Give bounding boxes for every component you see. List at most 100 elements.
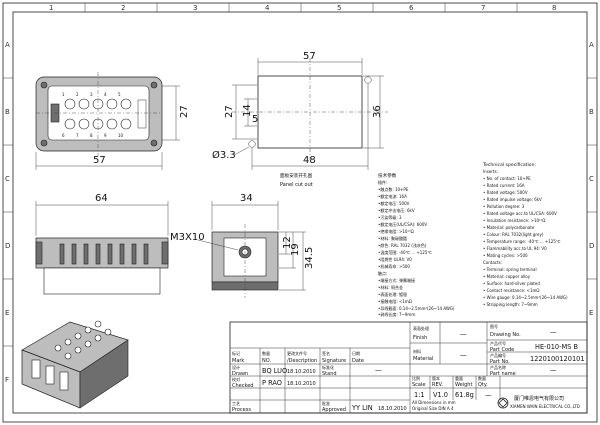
part-name-cn: 产品名称 <box>490 364 506 370</box>
scale-value: 1:1 <box>414 391 425 399</box>
date-cn: 日期 <box>352 350 360 356</box>
row-label: E <box>589 309 593 317</box>
material-value: — <box>460 351 467 359</box>
dim-screw: M3X10 <box>170 232 205 243</box>
dim-cutout-offset: 14 <box>242 104 253 117</box>
side-body <box>43 267 161 295</box>
checked-date: 18.10.2010 <box>287 381 316 387</box>
row-labels-left: A B C D E F <box>3 41 13 384</box>
spec-cn-line: •机械寿命: >500 <box>378 263 410 269</box>
process-cn: 工艺 <box>232 401 240 406</box>
qty-value: — <box>485 391 492 399</box>
process-en: Process <box>232 407 251 413</box>
date-en: Date <box>352 358 364 364</box>
spec-en-title: Technical specification: <box>482 162 537 168</box>
dim-cutout-side: 5 <box>252 114 258 125</box>
svg-text:10: 10 <box>118 133 124 138</box>
contact-grid <box>64 98 132 130</box>
spec-en-line: • Rated current: 16A <box>483 183 525 188</box>
row-label: A <box>5 41 10 49</box>
spec-cn-line: •端接方式: 弹簧端接 <box>378 277 415 283</box>
iso-contacts <box>54 320 112 360</box>
cutout-hole <box>248 140 256 148</box>
row-label: C <box>5 175 10 183</box>
material-cn: 材料 <box>413 348 421 354</box>
spec-en-line: • Surface: hard-silver plated <box>483 281 540 286</box>
panel-cutout-view: 57 36 27 14 5 Ø3.3 48 面板安装开孔图 Panel cut … <box>212 51 388 188</box>
approved-en: Approved <box>322 407 346 413</box>
spec-en-line: • Rated voltage: 500V <box>483 190 528 195</box>
svg-text:9: 9 <box>104 133 107 138</box>
col-label: 1 <box>49 4 53 12</box>
spec-cn-line: •污染等级: 3 <box>378 214 402 220</box>
drawn-cn: 设计 <box>232 364 240 370</box>
approved-name: YY LIN <box>351 404 373 412</box>
column-labels-top: 1 2 3 4 5 6 7 8 <box>49 3 556 12</box>
part-code-en: Part Code <box>490 347 514 353</box>
approved-date: 18.10.2010 <box>378 406 407 412</box>
spec-en-line: • Wire gauge: 0.14~2.5mm²(26~14 AWG) <box>483 295 568 300</box>
side-view: 64 <box>35 193 169 295</box>
panel-cutout-en: Panel cut out <box>280 182 313 188</box>
svg-text:2: 2 <box>76 92 79 97</box>
spec-cn-line: 触点: <box>378 270 387 276</box>
col-label: 8 <box>552 4 556 12</box>
spec-cn-line: •颜色: RAL 7032 (浅灰色) <box>378 242 427 248</box>
weight-en: Weight <box>455 382 472 388</box>
desc-en: /Description <box>287 358 317 364</box>
corner-hole <box>40 139 48 147</box>
panel-cutout-cn: 面板安装开孔图 <box>280 172 313 179</box>
spec-cn-title: 技术参数 <box>378 172 397 179</box>
scale-en: Scale <box>412 382 425 388</box>
spec-cn-line: •材料: 铜合金 <box>378 284 403 290</box>
row-label: D <box>589 242 594 250</box>
svg-text:1: 1 <box>62 92 65 97</box>
spec-en: Technical specification: Inserts: • No. … <box>482 162 568 307</box>
row-label: C <box>589 175 594 183</box>
drawn-name: BQ LUO <box>262 367 287 375</box>
spec-en-line: • Stripping length: 7~9mm <box>483 302 538 307</box>
spec-cn-line: •触点数: 10+PE <box>378 186 409 192</box>
corner-hole <box>150 81 158 89</box>
mark-cn: 标记 <box>232 350 240 356</box>
dim-side-width: 64 <box>95 193 108 204</box>
part-no-cn: 产品编号 <box>490 352 506 358</box>
spec-cn-line: •剥线长度: 7~9mm <box>378 311 415 317</box>
drawing-no-en: Drawing No. <box>490 332 521 338</box>
part-code-cn: 产品代号 <box>490 340 506 346</box>
spec-cn-line: •额定电流: 16A <box>378 193 407 199</box>
dim-cutout-width: 57 <box>303 51 316 62</box>
col-label: 6 <box>409 4 414 12</box>
rev-cn: 版本 <box>432 375 440 381</box>
company-cn: 厦门唯恩电气有限公司 <box>514 395 564 402</box>
spec-en-line: • Terminal: spring terminal <box>483 267 537 272</box>
end-view: 34 M3X10 12 19 34.5 <box>170 193 315 298</box>
spec-cn-line: •额定电压(UL/CSA): 600V <box>378 221 427 227</box>
row-label: D <box>5 242 10 250</box>
spec-cn-line: •导线截面: 0.14~2.5mm²(26~14 AWG) <box>378 305 455 311</box>
dim-cutout-inner: 27 <box>224 105 235 118</box>
dim-cutout-holes: 48 <box>303 155 316 166</box>
dim-h3: 34.5 <box>304 247 315 269</box>
row-label: F <box>5 376 9 384</box>
svg-text:6: 6 <box>62 133 65 138</box>
spec-cn-line: •绝缘电阻: >10¹⁰Ω <box>378 228 414 234</box>
title-block: 表面处理 Finish — 材料 Material — 图号 Drawing N… <box>229 321 588 414</box>
company-logo <box>497 397 509 409</box>
spec-cn-line: •额定冲击电压: 6kV <box>378 207 415 213</box>
col-label: 4 <box>265 4 270 12</box>
spec-cn-line: •接触电阻: <1mΩ <box>378 298 412 304</box>
checked-name: P RAO <box>262 379 282 387</box>
finish-en: Finish <box>413 335 427 341</box>
std-note: Original Size DIN A 4 <box>412 406 454 411</box>
desc-cn: 更改文件号 <box>287 350 307 356</box>
spec-en-line: • Mating cycles: >500 <box>483 253 528 258</box>
drawing-no-value: — <box>550 328 557 336</box>
finish-value: — <box>460 330 467 338</box>
part-name-value: — <box>550 366 557 374</box>
svg-text:7: 7 <box>76 133 79 138</box>
drawn-date: 18.10.2010 <box>287 369 316 375</box>
spec-en-line: • Flammability acc.to UL 94: V0 <box>483 246 547 251</box>
